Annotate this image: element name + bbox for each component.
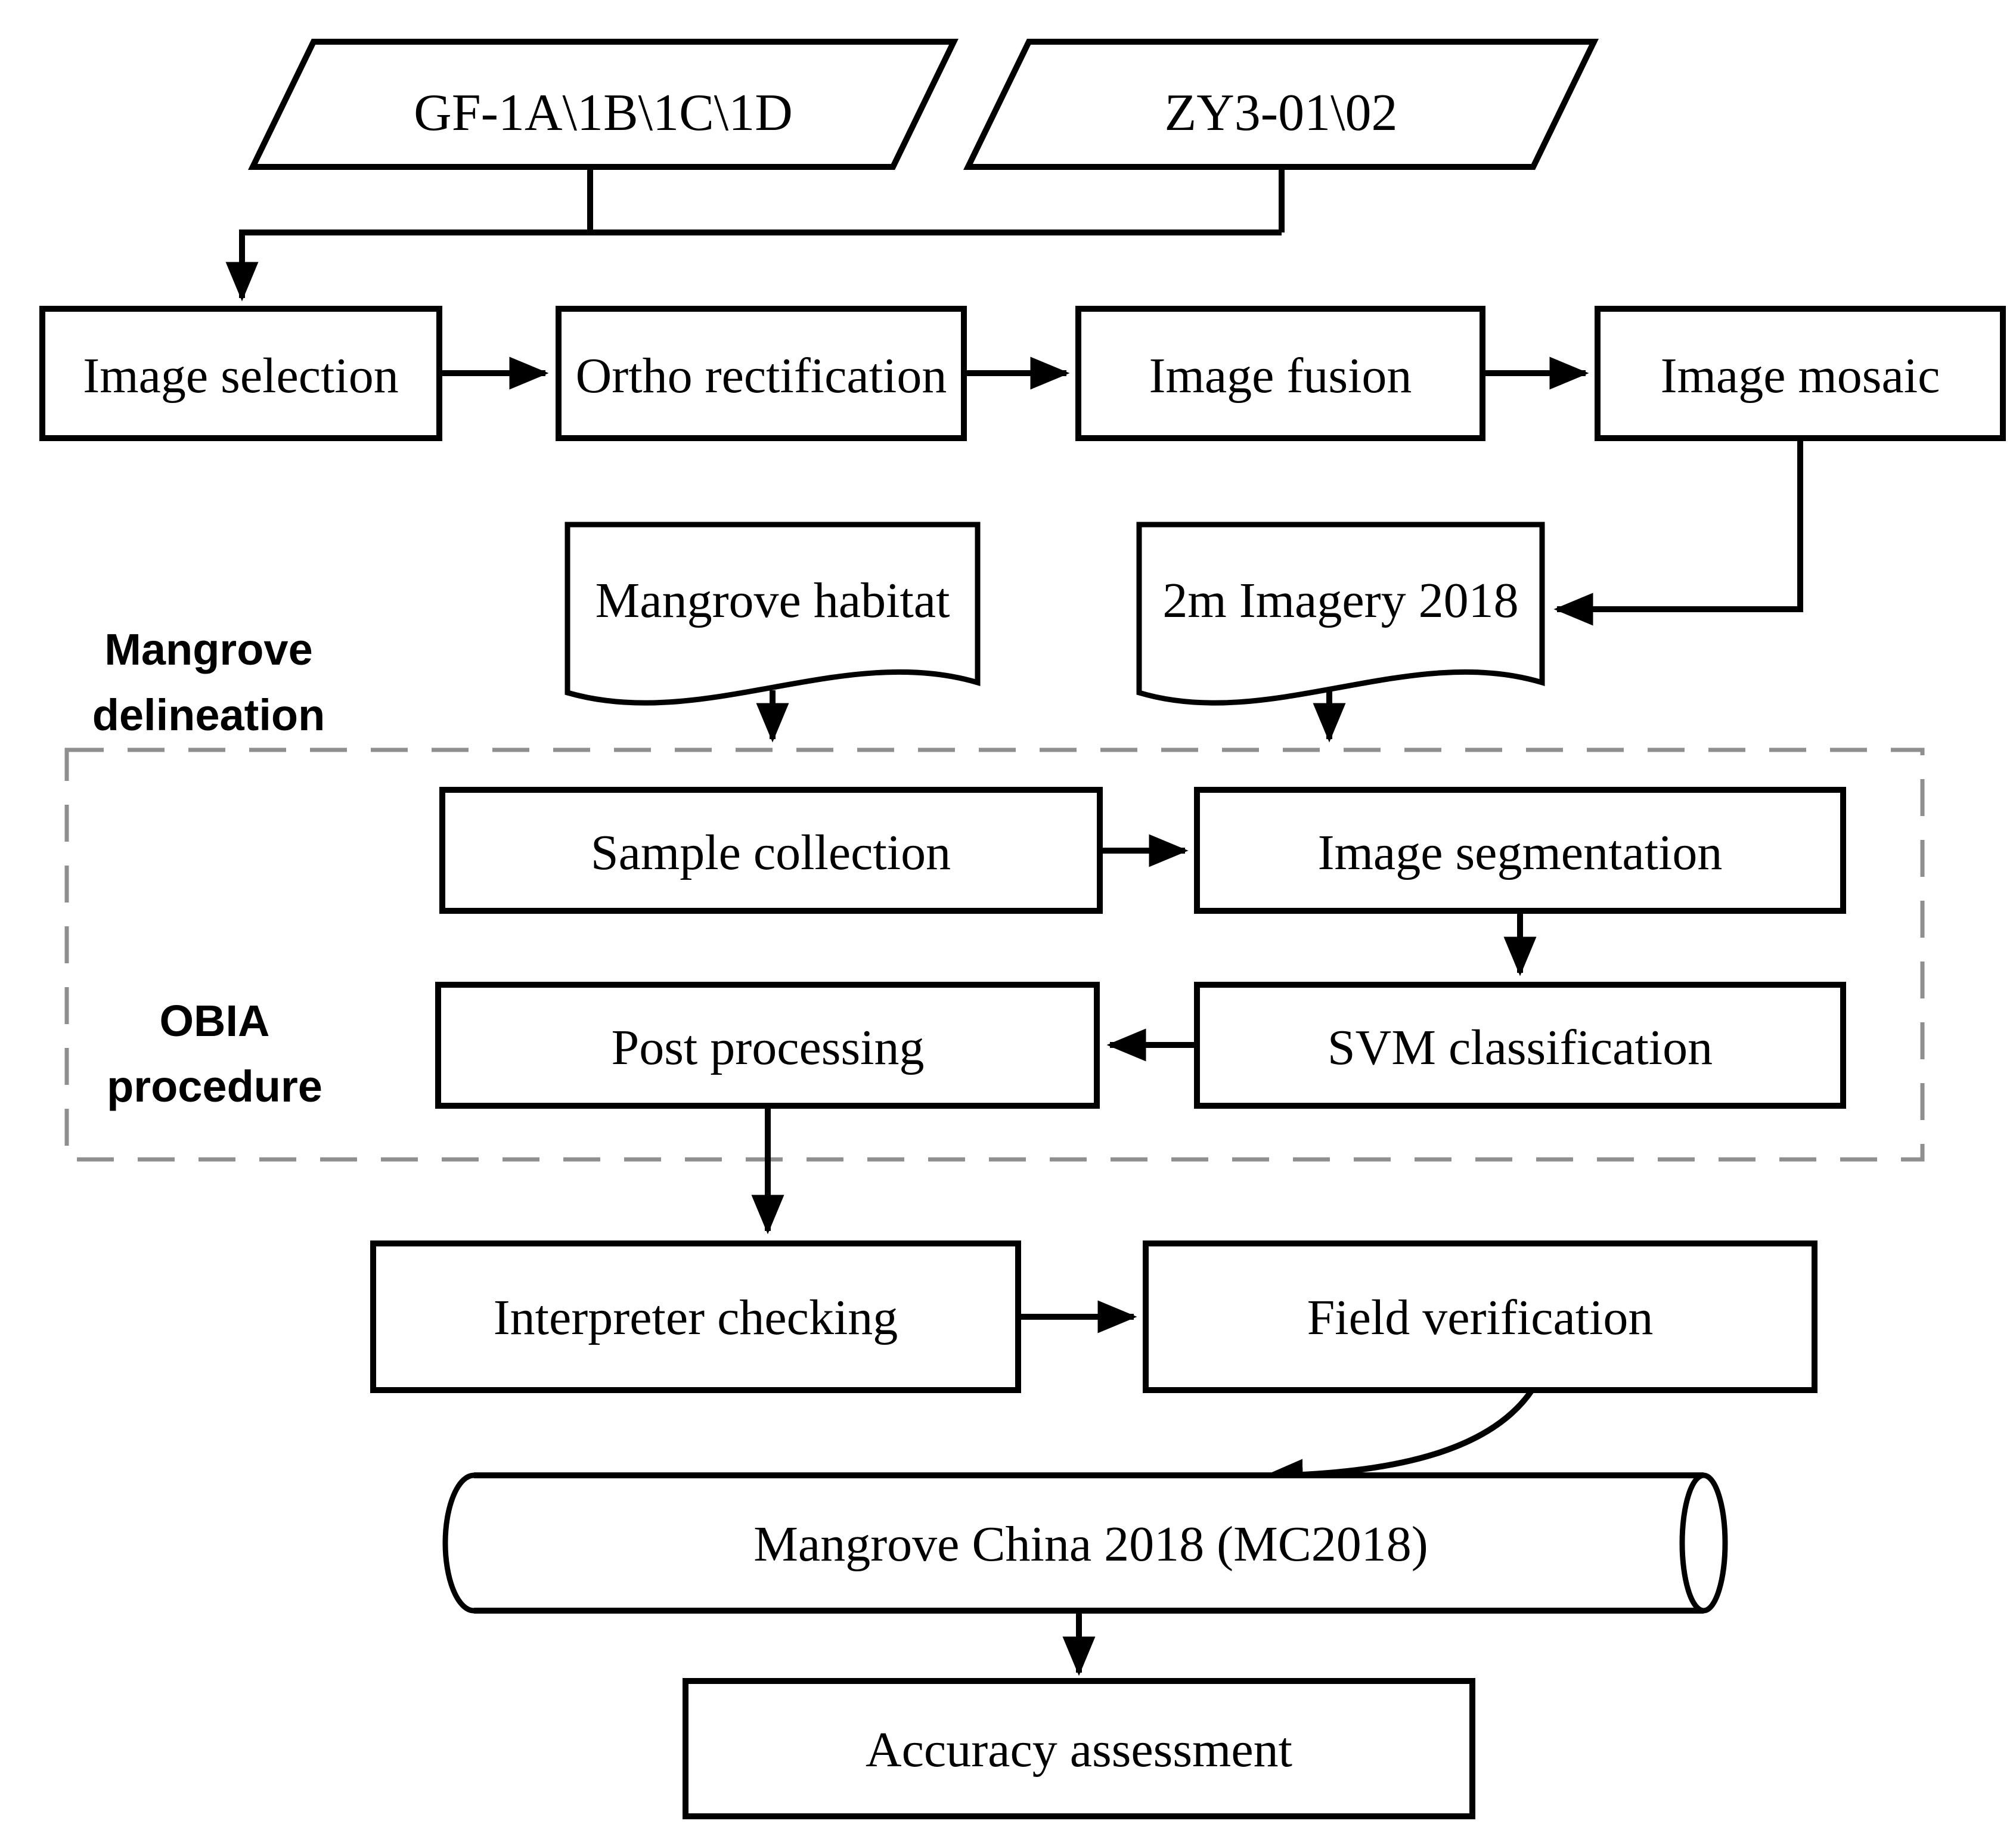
input-parallelogram-zy <box>963 39 1599 170</box>
sample-collection-label: Sample collection <box>591 825 951 880</box>
input-zy-label: ZY3-01\02 <box>1164 84 1397 142</box>
process-box-image-segmentation <box>1194 787 1846 914</box>
accuracy-assessment-label: Accuracy assessment <box>866 1722 1292 1778</box>
svm-classification-label: SVM classification <box>1328 1020 1713 1075</box>
process-box-image-fusion <box>1075 306 1485 441</box>
post-processing-label: Post processing <box>612 1020 925 1075</box>
database-cylinder-lines <box>474 1472 1704 1614</box>
process-box-sample-collection <box>439 787 1103 914</box>
arrow-field-to-database <box>1263 1388 1535 1492</box>
obia-procedure-label-line2: procedure <box>107 1062 322 1111</box>
ortho-rectification-label: Ortho rectification <box>576 348 947 404</box>
process-box-field-verification <box>1143 1240 1817 1393</box>
input-gf-label: GF-1A\1B\1C\1D <box>414 84 793 142</box>
image-fusion-label: Image fusion <box>1149 348 1412 404</box>
database-cylinder-right-cap <box>1679 1472 1728 1614</box>
field-verification-label: Field verification <box>1307 1290 1654 1345</box>
process-box-interpreter-checking <box>370 1240 1021 1393</box>
database-cylinder-body <box>474 1475 1704 1611</box>
obia-procedure-label-line1: OBIA <box>160 996 270 1046</box>
mangrove-habitat-label: Mangrove habitat <box>596 573 950 628</box>
document-2m-imagery <box>1136 522 1545 706</box>
arrow-mosaic-to-imagery <box>1553 438 1803 626</box>
document-mangrove-habitat <box>565 522 981 706</box>
image-mosaic-label: Image mosaic <box>1661 348 1940 404</box>
database-label: Mangrove China 2018 (MC2018) <box>753 1516 1428 1572</box>
obia-dashed-boundary <box>64 748 1925 1162</box>
mangrove-delineation-label-line1: Mangrove <box>104 625 313 674</box>
image-segmentation-label: Image segmentation <box>1318 825 1723 880</box>
imagery-2018-label: 2m Imagery 2018 <box>1162 573 1518 628</box>
database-cylinder-left-cap <box>442 1472 474 1614</box>
image-selection-label: Image selection <box>83 348 398 404</box>
interpreter-checking-label: Interpreter checking <box>494 1290 898 1345</box>
mangrove-delineation-label-line2: delineation <box>92 690 325 740</box>
input-parallelogram-gf <box>248 39 959 170</box>
process-box-post-processing <box>435 982 1100 1109</box>
process-box-accuracy-assessment <box>683 1678 1475 1819</box>
